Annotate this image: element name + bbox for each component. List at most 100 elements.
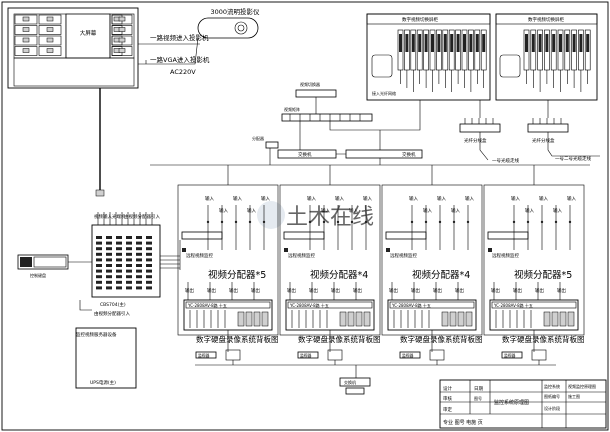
big-screen-label: 大屏幕 [80, 29, 97, 37]
control-room-wall [7, 7, 139, 89]
dvr-port [465, 311, 473, 327]
input-label: 输入 [349, 207, 358, 214]
matrix-port [116, 258, 122, 262]
dvr-label: 数字硬盘录像系统背板图 [400, 334, 483, 344]
input-node [438, 220, 442, 224]
input-label: 输入 [335, 195, 344, 202]
dvr-port [449, 311, 457, 327]
remote-icon [386, 248, 390, 252]
monitor-cell [38, 25, 62, 35]
output-label: 输出 [331, 287, 340, 294]
projector-video-in: 一路视频进入投影机 [150, 33, 209, 42]
matrix-port [96, 269, 102, 273]
section-input-strip [385, 231, 427, 240]
dvr-port [245, 311, 253, 327]
monitor-cell-screen [22, 27, 30, 32]
input-label: 输入 [409, 195, 418, 202]
input-node [526, 220, 530, 224]
matrix-port [146, 286, 152, 290]
matrix-port [146, 264, 152, 267]
title-right-row-3: 设计阶段 [544, 405, 560, 411]
small-splitter [265, 141, 279, 149]
matrix-port [96, 286, 102, 290]
monitor-box [501, 351, 523, 359]
cabinet-module-led [456, 34, 460, 52]
matrix-port [126, 241, 132, 245]
input-label: 输入 [525, 207, 534, 214]
matrix-port [136, 286, 142, 290]
remote-label: 远程视频监控 [288, 252, 315, 259]
matrix-port [106, 236, 112, 239]
cabinet-module-led [424, 34, 428, 52]
dvr-label: 数字硬盘录像系统背板图 [196, 334, 279, 344]
cabinet-left [366, 13, 491, 101]
matrix-port [96, 236, 102, 239]
dvr-model: YC-2808AV-8路 十五 [391, 302, 431, 308]
splitter-label: 视频分配器*4 [310, 269, 368, 281]
monitor-cell-screen [46, 48, 54, 53]
monitor-label: 监视器 [402, 353, 414, 358]
dvr-section-2: 输入输入输入输入输入远程视频监控视频分配器*4输出输出输出输出YC-2808AV… [279, 165, 381, 365]
matrix-port [116, 236, 122, 239]
output-label: 输出 [353, 287, 362, 294]
matrix-port [146, 280, 152, 284]
monitor-cell-screen [46, 37, 54, 43]
input-label: 输入 [363, 195, 372, 202]
dvr-model: YC-2808AV-8路 十五 [493, 302, 533, 308]
dvr-port [261, 311, 269, 327]
matrix-port [126, 269, 132, 273]
monitor-cell [14, 46, 38, 56]
cabinet-module-led [443, 34, 447, 52]
matrix-port [96, 252, 102, 256]
dvr-port [559, 311, 567, 327]
monitor-cell-screen [22, 16, 30, 22]
matrix-port [136, 247, 142, 251]
matrix-port [96, 264, 102, 267]
dvr-model: YC-2808AV-8路 十五 [187, 302, 227, 308]
cabinet-module-led [437, 34, 441, 52]
matrix-port [106, 264, 112, 267]
title-scale-label: 图号 [474, 395, 482, 401]
dvr-model: YC-2808AV-8路 十五 [289, 302, 329, 308]
cabinet-module-led [411, 34, 415, 52]
bottom-switch-label: 交换机 [344, 379, 356, 385]
splitter-label: 视频分配器*4 [412, 269, 470, 281]
dvr-model-strip [389, 301, 475, 309]
input-label: 输入 [539, 195, 548, 202]
cabinet-module-led [399, 34, 402, 52]
ups-cabinet [75, 327, 137, 389]
fiber-route-1-label: 一号光缆走线 [492, 157, 519, 164]
title-row-1: 设计 [443, 385, 452, 392]
splitter-label: 视频分配器*5 [208, 269, 266, 281]
matrix-port [126, 247, 132, 251]
printer-note: 由视频分配器引入 [94, 310, 130, 317]
output-label: 输出 [491, 287, 500, 294]
vga-network-note: 接入光纤网络 [372, 90, 396, 96]
output-label: 输出 [251, 287, 260, 294]
dvr-port [237, 311, 245, 327]
matrix-port [136, 269, 142, 273]
cabinet-module-led [552, 34, 556, 52]
dvr-port [457, 311, 465, 327]
output-label: 输出 [287, 287, 296, 294]
input-label: 输入 [423, 207, 432, 214]
monitor-cell-screen [118, 27, 126, 32]
matrix-port [106, 247, 112, 251]
remote-icon [182, 248, 186, 252]
matrix-port [146, 269, 152, 273]
cabinet-module-led [463, 34, 466, 52]
remote-label: 远程视频监控 [186, 252, 213, 259]
input-node [350, 220, 354, 224]
title-right-value-1: 视频监控原理图 [568, 383, 596, 389]
matrix-port [126, 280, 132, 284]
matrix-port-grid [96, 212, 153, 290]
input-node [364, 220, 368, 224]
matrix-port [146, 275, 152, 279]
input-node [466, 220, 470, 224]
matrix-port [106, 241, 112, 245]
monitor-label: 监视器 [504, 353, 516, 358]
cabinet-module-led [559, 34, 562, 52]
matrix-port [126, 264, 132, 267]
monitor-cell [14, 25, 38, 35]
